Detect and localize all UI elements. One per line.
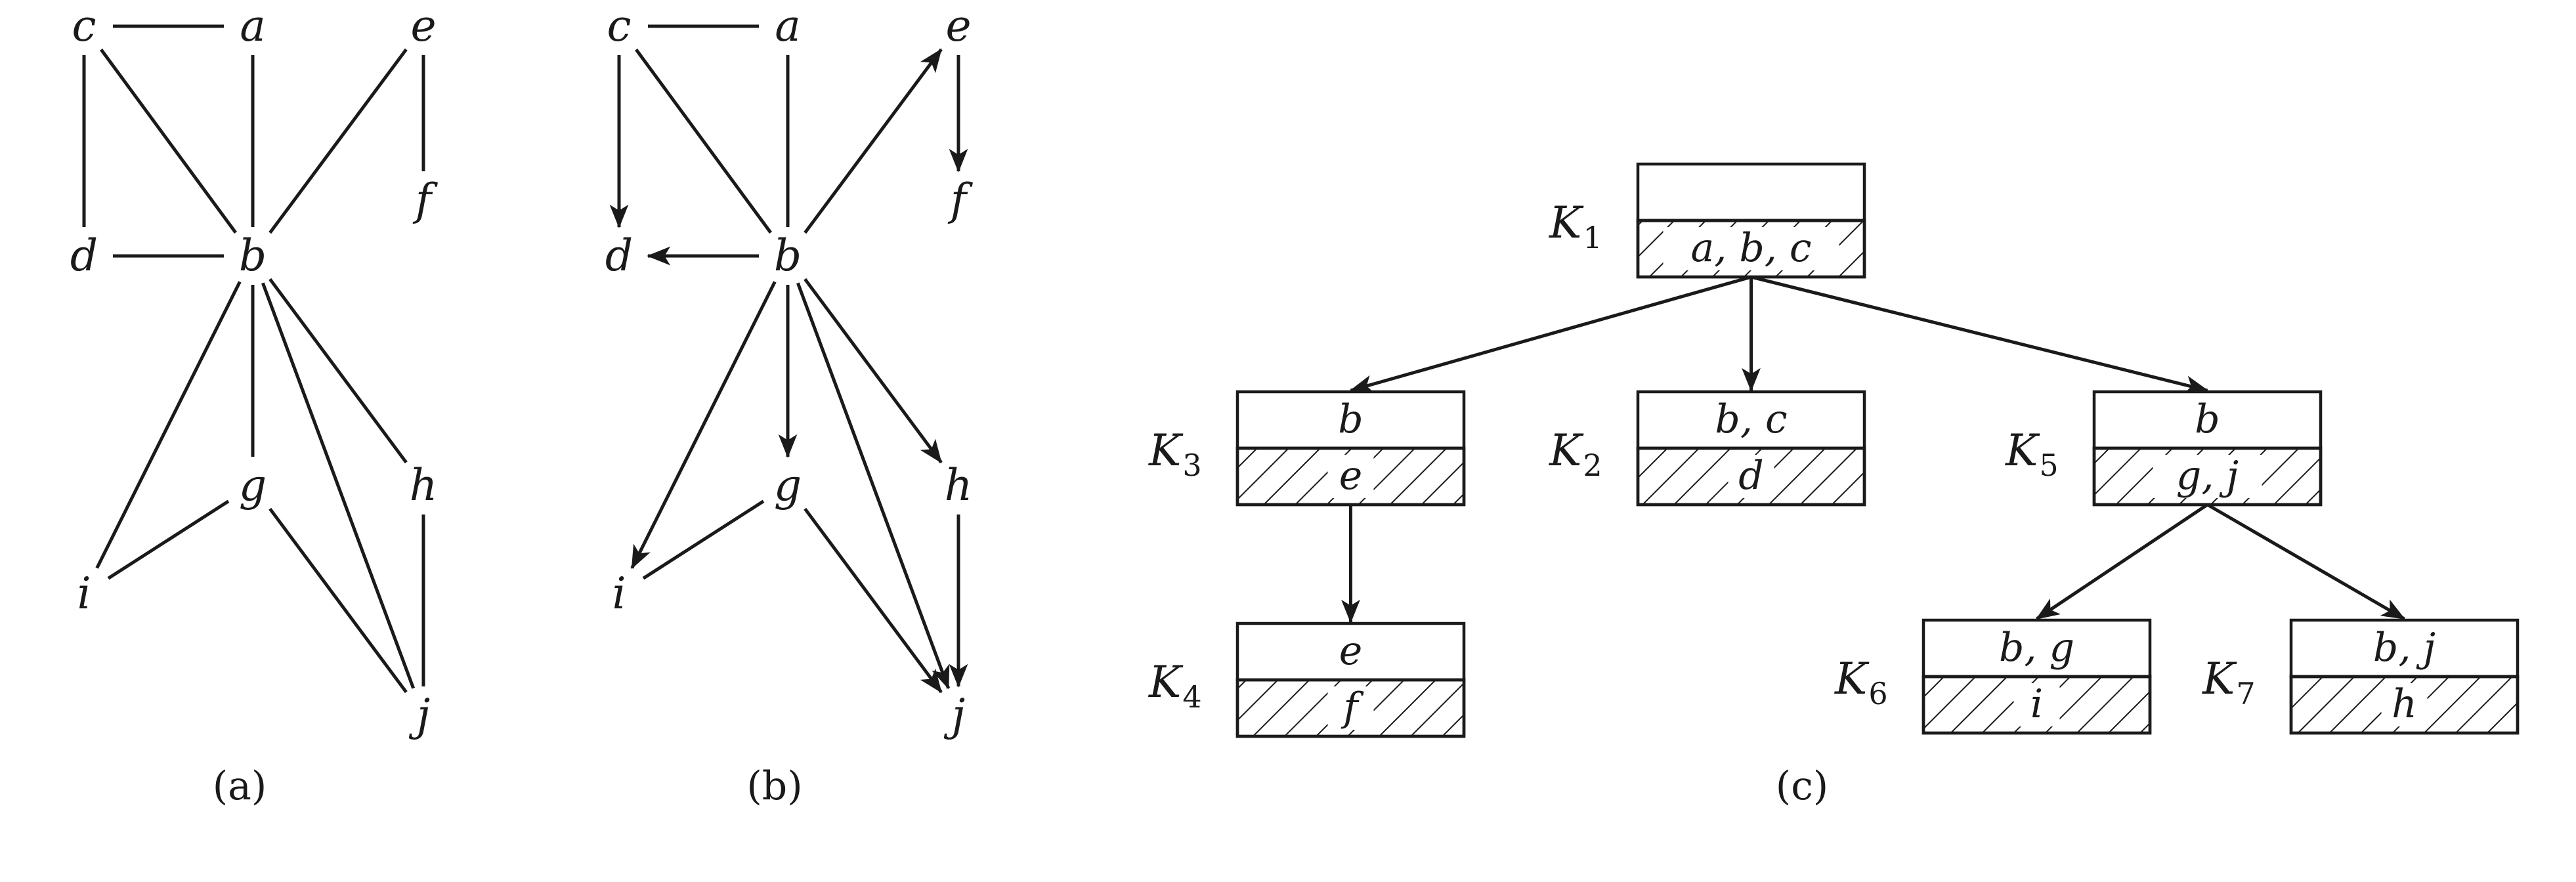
node-g: g	[774, 460, 802, 511]
box-bottom-label: h	[2392, 681, 2417, 727]
box-bottom-label: g, j	[2176, 453, 2239, 499]
clique-box-K7: b, j h K7	[2202, 618, 2520, 735]
edge-g-j	[268, 507, 408, 694]
label-backing	[1327, 686, 1374, 730]
box-top	[1235, 390, 1466, 450]
edge-g-j	[804, 507, 943, 694]
edge-b-e	[804, 48, 943, 234]
node-i: i	[77, 568, 91, 619]
caption-a: (a)	[213, 763, 267, 809]
node-h: h	[945, 460, 973, 511]
node-b: b	[774, 230, 802, 281]
clique-label-K2: K2	[1549, 425, 1602, 483]
box-top	[2092, 390, 2323, 450]
box-top	[2289, 618, 2520, 679]
node-e: e	[410, 1, 436, 51]
clique-label-K6: K6	[1834, 654, 1888, 711]
node-e: e	[945, 1, 971, 51]
box-top	[1636, 162, 1866, 222]
node-a: a	[240, 1, 265, 51]
edge-c-b	[635, 48, 772, 234]
node-d: d	[70, 230, 98, 281]
edge-b-h	[268, 278, 408, 464]
box-top-label: b, j	[2373, 625, 2436, 671]
tree-edge-K5-K6	[2036, 503, 2208, 621]
clique-box-K5: b g, j K5	[2005, 390, 2323, 507]
edge-c-b	[100, 48, 237, 234]
caption-c: (c)	[1776, 763, 1828, 809]
edge-b-i	[95, 281, 242, 569]
label-backing	[1663, 227, 1839, 270]
node-h: h	[410, 460, 438, 511]
edge-g-i	[107, 499, 230, 580]
clique-label-K5: K5	[2005, 425, 2059, 483]
clique-label-K3: K3	[1148, 425, 1202, 483]
edge-b-j	[261, 282, 416, 689]
tree-edge-K5-K7	[2206, 503, 2406, 621]
box-bottom-label: i	[2030, 681, 2043, 727]
clique-label-K7: K7	[2202, 654, 2256, 711]
label-backing	[1728, 455, 1774, 498]
node-b: b	[239, 230, 267, 281]
label-backing	[2381, 683, 2428, 726]
box-top-label: b	[1338, 396, 1363, 442]
node-a: a	[775, 1, 800, 51]
node-d: d	[605, 230, 633, 281]
clique-box-K2: b, c d K2	[1549, 390, 1866, 507]
box-top-label: e	[1339, 628, 1363, 674]
node-c: c	[72, 1, 97, 51]
panel-b-directed-graph: c a e f d b g h i j	[605, 1, 974, 740]
box-top-label: b	[2195, 396, 2220, 442]
node-f: f	[412, 175, 439, 225]
node-j: j	[943, 690, 965, 740]
tree-edge-K1-K5	[1750, 275, 2209, 394]
node-i: i	[612, 568, 626, 619]
panel-a-undirected-graph: c a e f d b g h i j	[70, 1, 439, 740]
label-backing	[1327, 455, 1374, 498]
edge-b-i	[630, 281, 777, 570]
tree-edge-K1-K3	[1349, 275, 1752, 394]
box-bottom-label: e	[1339, 453, 1363, 499]
edge-e-b	[268, 48, 408, 234]
node-g: g	[239, 460, 267, 511]
box-top-label: b, g	[1999, 625, 2074, 671]
node-f: f	[947, 175, 974, 225]
box-bottom-label: d	[1738, 453, 1763, 499]
label-backing	[2153, 455, 2262, 498]
caption-b: (b)	[746, 763, 802, 809]
clique-label-K1: K1	[1549, 198, 1602, 255]
box-bottom-label: a, b, c	[1690, 225, 1811, 271]
edge-g-i	[642, 499, 765, 580]
box-top	[1235, 621, 1466, 682]
clique-box-K1: a, b, c K1	[1549, 162, 1866, 279]
box-top-label: b, c	[1715, 396, 1787, 442]
box-top	[1921, 618, 2152, 679]
clique-box-K3: be K3	[1148, 390, 1466, 507]
clique-label-K4: K4	[1148, 657, 1202, 715]
node-j: j	[408, 690, 430, 740]
box-top	[1636, 390, 1866, 450]
clique-box-K6: b, g i K6	[1834, 618, 2152, 735]
edge-b-h	[804, 278, 943, 464]
label-backing	[2013, 683, 2060, 726]
edge-b-j	[796, 282, 951, 690]
node-c: c	[607, 1, 632, 51]
